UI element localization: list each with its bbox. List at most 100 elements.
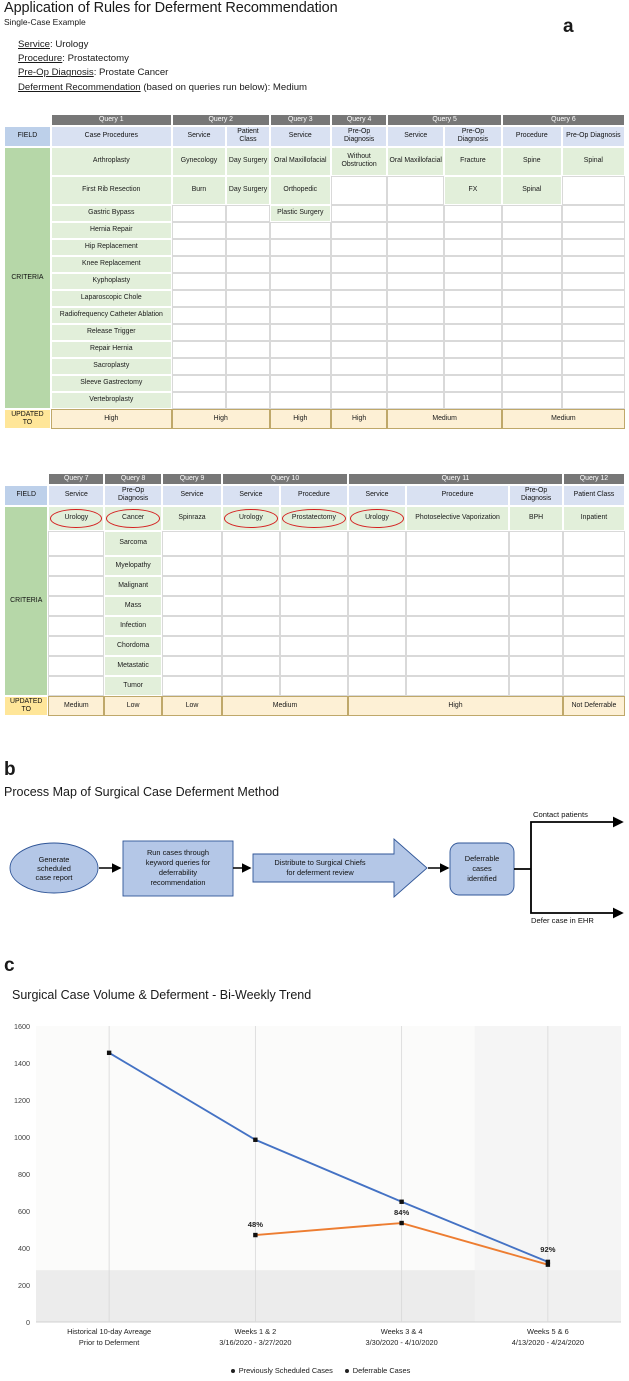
criteria-cell-empty — [561, 340, 625, 358]
criteria-cell-empty — [162, 595, 222, 616]
criteria-cell-empty — [48, 575, 105, 596]
criteria-cell-empty — [226, 204, 270, 222]
criteria-cell-empty — [444, 391, 502, 409]
node-deferrable-line2: cases — [472, 864, 492, 873]
criteria-cell-empty — [405, 675, 510, 696]
data-point — [545, 1259, 551, 1265]
field-header: Procedure — [279, 485, 349, 506]
field-header: Procedure — [405, 485, 510, 506]
query-group-header: Query 9 — [162, 473, 222, 486]
criteria-cell-empty — [162, 615, 222, 636]
criteria-cell: Kyphoplasty — [50, 272, 172, 290]
criteria-cell-empty — [561, 323, 625, 341]
criteria-cell-empty — [330, 238, 388, 256]
query-group-header: Query 3 — [269, 114, 331, 127]
criteria-cell-empty — [48, 615, 105, 636]
criteria-row: Tumor — [4, 675, 625, 696]
field-header: Pre-Op Diagnosis — [509, 485, 563, 506]
meta-key: Procedure — [18, 53, 63, 65]
criteria-cell-empty — [562, 575, 625, 596]
criteria-cell-empty — [279, 530, 349, 556]
criteria-cell-empty — [330, 272, 388, 290]
criteria-cell-empty — [561, 374, 625, 392]
query-group-header: Query 11 — [348, 473, 563, 486]
criteria-cell-empty — [387, 357, 445, 375]
criteria-cell-empty — [405, 530, 510, 556]
criteria-cell-empty — [330, 204, 388, 222]
row-label-updated-to: UPDATED TO — [4, 695, 49, 717]
criteria-cell-empty — [405, 595, 510, 616]
criteria-row: Metastatic — [4, 655, 625, 676]
row-label-updated-to: UPDATED TO — [4, 408, 51, 430]
criteria-cell-empty — [279, 555, 349, 576]
criteria-cell-empty — [444, 238, 502, 256]
query-group-header: Query 10 — [221, 473, 349, 486]
criteria-cell-empty — [348, 575, 406, 596]
criteria-cell: Orthopedic — [269, 175, 331, 205]
series-line-0 — [108, 1052, 549, 1263]
criteria-cell-empty — [226, 238, 270, 256]
criteria-cell-empty — [509, 675, 563, 696]
criteria-cell-empty — [561, 391, 625, 409]
criteria-cell-empty — [348, 655, 406, 676]
criteria-cell-empty — [330, 221, 388, 239]
criteria-cell-empty — [444, 340, 502, 358]
criteria-cell-empty — [162, 555, 222, 576]
node-deferrable-line1: Deferrable — [465, 854, 500, 863]
meta-key: Service — [18, 39, 50, 50]
criteria-cell-empty — [444, 323, 502, 341]
criteria-cell-empty — [171, 255, 227, 273]
criteria-cell-empty — [444, 357, 502, 375]
criteria-cell-empty — [501, 255, 562, 273]
y-tick-label: 400 — [18, 1244, 30, 1253]
criteria-cell-empty — [162, 635, 222, 656]
criteria-cell-empty — [509, 595, 563, 616]
criteria-cell-empty — [509, 615, 563, 636]
criteria-cell-empty — [405, 555, 510, 576]
criteria-cell-empty — [444, 272, 502, 290]
criteria-cell: Prostatectomy — [279, 505, 349, 531]
criteria-cell-empty — [509, 575, 563, 596]
criteria-cell-empty — [171, 374, 227, 392]
criteria-cell-empty — [348, 615, 406, 636]
criteria-cell-empty — [279, 635, 349, 656]
criteria-cell: Laparoscopic Chole — [50, 289, 172, 307]
node-distribute-line1: Distribute to Surgical Chiefs — [274, 858, 365, 867]
criteria-cell-empty — [171, 204, 227, 222]
criteria-cell-empty — [561, 306, 625, 324]
corner-spacer — [4, 114, 51, 127]
criteria-cell-empty — [444, 289, 502, 307]
criteria-cell: Urology — [48, 505, 105, 531]
node-generate-case-report-line2: scheduled — [37, 864, 71, 873]
x-category-line1: Historical 10-day Avreage — [67, 1327, 152, 1336]
criteria-cell-empty — [226, 289, 270, 307]
criteria-cell-empty — [387, 323, 445, 341]
criteria-cell: Oral Maxillofacial — [269, 146, 331, 176]
row-label-field: FIELD — [4, 485, 49, 506]
node-deferrable-line3: identified — [467, 874, 497, 883]
node-run-keyword-queries-line2: keyword queries for — [146, 858, 211, 867]
criteria-cell-empty — [387, 175, 445, 205]
criteria-cell: Urology — [348, 505, 406, 531]
criteria-cell: Mass — [104, 595, 163, 616]
criteria-cell-empty — [501, 306, 562, 324]
y-tick-label: 0 — [26, 1318, 30, 1327]
node-generate-case-report — [9, 842, 99, 894]
query-group-header: Query 2 — [171, 114, 270, 127]
field-header: Pre-Op Diagnosis — [104, 485, 163, 506]
criteria-cell-empty — [387, 221, 445, 239]
criteria-cell-empty — [330, 357, 388, 375]
criteria-cell: Release Trigger — [50, 323, 172, 341]
criteria-cell-empty — [171, 306, 227, 324]
x-category-line2: 4/13/2020 - 4/24/2020 — [511, 1337, 585, 1347]
criteria-cell-empty — [330, 255, 388, 273]
criteria-cell-empty — [330, 391, 388, 409]
criteria-cell-empty — [348, 675, 406, 696]
criteria-cell-empty — [330, 289, 388, 307]
data-point — [545, 1262, 551, 1267]
criteria-cell: FX — [444, 175, 502, 205]
field-header: Patient Class — [226, 126, 270, 147]
criteria-cell-empty — [221, 675, 280, 696]
criteria-cell-empty — [501, 221, 562, 239]
